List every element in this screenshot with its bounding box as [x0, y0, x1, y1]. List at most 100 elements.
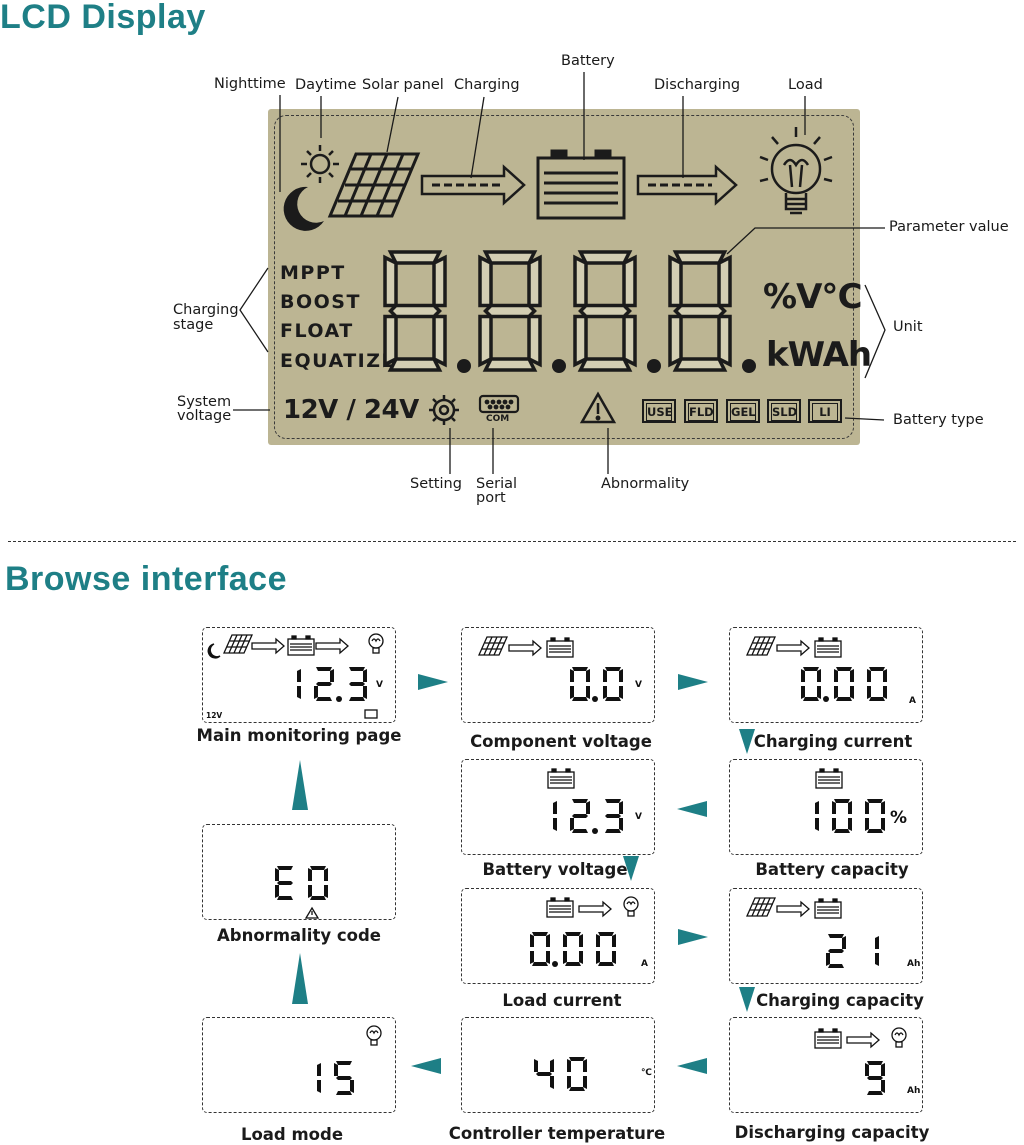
- screen-load_mode-digit-0: [317, 1063, 321, 1093]
- stage-boost: BOOST: [280, 291, 361, 313]
- battery-icon: [546, 897, 574, 918]
- label-charging-current: Charging current: [753, 732, 913, 751]
- moon-icon: [207, 643, 221, 659]
- lcd-display-title: LCD Display: [0, 0, 206, 36]
- screen-charging_current-decimal-point: [823, 696, 829, 702]
- label-discharging-capacity: Discharging capacity: [734, 1123, 930, 1142]
- bulb-icon: [759, 127, 833, 215]
- lcd-decimal-point: [552, 359, 566, 373]
- bulb-icon: [368, 633, 384, 654]
- callout-setting: Setting: [410, 476, 462, 492]
- callout-charging-stage-2: stage: [173, 317, 214, 333]
- label-load-mode: Load mode: [240, 1125, 344, 1144]
- screen-battery_voltage-digit-1: [570, 799, 590, 833]
- label-battery-voltage: Battery voltage: [482, 860, 628, 879]
- callout-load: Load: [788, 77, 823, 93]
- battery-icon: [814, 1028, 842, 1049]
- label-battery-capacity: Battery capacity: [755, 860, 909, 879]
- screen-battery_capacity-digit-1: [832, 799, 852, 833]
- label-main-monitoring: Main monitoring page: [196, 726, 402, 745]
- screen-charging_current-digit-0: [801, 667, 821, 701]
- screen-charging_current-digit-1: [834, 667, 854, 701]
- callout-charging-stage-1: Charging: [173, 302, 239, 318]
- label-abnormality-code: Abnormality code: [217, 926, 381, 945]
- screen-main-decimal-point: [336, 696, 342, 702]
- battery-icon: [287, 635, 315, 656]
- battery-type-gel: GEL: [726, 399, 760, 423]
- callout-lines: [233, 72, 886, 474]
- callout-battery: Battery: [561, 53, 615, 69]
- battery-icon: [546, 637, 574, 658]
- screen-battery_voltage-unit: V: [635, 812, 642, 822]
- screen-charging_capacity-unit: Ah: [907, 959, 920, 969]
- screen-load_current-unit: A: [641, 959, 648, 969]
- discharging-arrow-icon: [636, 164, 738, 206]
- bulb-icon: [891, 1027, 907, 1048]
- browse-interface-title: Browse interface: [5, 560, 287, 598]
- screen-discharging_capacity-unit: Ah: [907, 1086, 920, 1096]
- screen-discharging_capacity-digit-0: [865, 1061, 885, 1095]
- callout-serial-port-2: port: [476, 490, 506, 506]
- sun-icon: [301, 145, 339, 183]
- battery-icon: [814, 898, 842, 919]
- stage-equatize: EQUATIZE: [280, 350, 396, 372]
- battery-icon: [814, 637, 842, 658]
- screen-battery-capacity: [729, 759, 923, 855]
- warning-icon: [579, 391, 617, 424]
- screen-controller-temperature: [461, 1017, 655, 1113]
- callout-daytime: Daytime: [295, 77, 357, 93]
- callout-nighttime: Nighttime: [214, 76, 286, 92]
- arrow-icon: [251, 637, 285, 655]
- gear-icon: [429, 395, 459, 425]
- arrow-left-3: [411, 1058, 441, 1074]
- system-voltage-label: 12V / 24V: [283, 395, 419, 425]
- arrow-icon: [508, 639, 542, 657]
- screen-load_mode-digit-1: [334, 1061, 354, 1095]
- solar-panel-icon: [477, 636, 509, 656]
- unit-percent-volt-celsius: %V℃: [763, 277, 863, 317]
- arrow-down-3: [739, 987, 755, 1012]
- lcd-inner-border: [274, 115, 854, 439]
- screen-battery_capacity-unit: %: [890, 808, 907, 828]
- screen-component_voltage-decimal-point: [592, 696, 598, 702]
- lcd-decimal-point: [742, 359, 756, 373]
- screen-load-mode: [202, 1017, 396, 1113]
- label-load-current: Load current: [502, 991, 622, 1010]
- screen-load_current-digit-2: [596, 932, 616, 966]
- solar-panel-icon: [745, 636, 777, 656]
- screen-charging_capacity-digit-1: [875, 936, 879, 966]
- stage-float: FLOAT: [280, 320, 354, 342]
- screen-load-current: [461, 888, 655, 984]
- lcd-digit-2: [573, 250, 637, 372]
- battery-icon: [536, 149, 626, 220]
- arrow-up-2: [292, 760, 308, 810]
- lcd-bottom-icons: [429, 391, 617, 425]
- battery-type-small-icon: [364, 709, 378, 719]
- screen-main-unit: V: [376, 680, 383, 690]
- label-controller-temperature: Controller temperature: [448, 1124, 666, 1143]
- arrow-icon: [578, 900, 612, 918]
- bulb-icon: [623, 896, 639, 917]
- lcd-digit-3: [668, 250, 732, 372]
- battery-type-li: LI: [808, 399, 842, 423]
- arrow-right-1: [418, 674, 448, 690]
- arrow-up-1: [292, 953, 308, 1004]
- lcd-digit-1: [478, 250, 542, 372]
- stage-mppt: MPPT: [280, 262, 346, 284]
- screen-main-system-voltage: 12V: [206, 711, 222, 720]
- section-divider: [8, 541, 1016, 542]
- arrow-right-2: [678, 674, 708, 690]
- battery-icon: [815, 768, 843, 789]
- screen-controller_temperature-digit-0: [534, 1059, 554, 1089]
- screen-battery_capacity-digit-2: [865, 799, 885, 833]
- screen-charging_capacity-digit-0: [826, 934, 846, 968]
- battery-icon: [547, 768, 575, 789]
- solar-panel-icon: [222, 634, 254, 654]
- screen-controller_temperature-unit: ℃: [641, 1068, 652, 1078]
- battery-type-use: USE: [642, 399, 676, 423]
- screen-main-digit-0: [297, 669, 301, 699]
- arrow-icon: [776, 900, 810, 918]
- callout-system-voltage-2: voltage: [177, 408, 232, 424]
- screen-charging_current-unit: A: [909, 696, 916, 706]
